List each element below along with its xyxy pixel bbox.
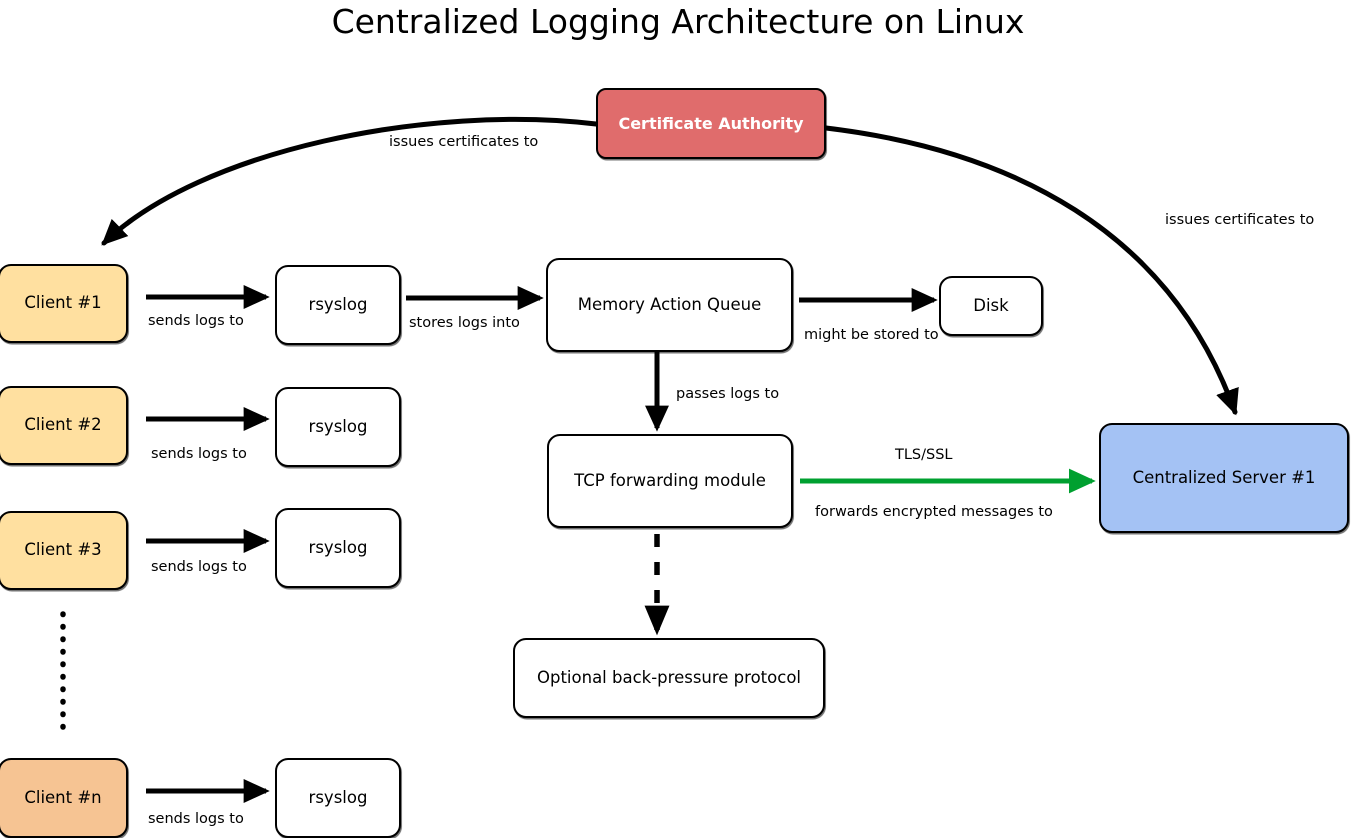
node-centralized-server[interactable]: Centralized Server #1 [1099,423,1349,533]
node-rsyslog-3-label: rsyslog [308,537,368,557]
edge-label-ca-to-client: issues certificates to [389,134,539,150]
page-title: Centralized Logging Architecture on Linu… [331,2,1025,41]
node-disk-label: Disk [973,295,1009,315]
node-client-2[interactable]: Client #2 [0,386,128,465]
node-rsyslog-n[interactable]: rsyslog [275,758,401,838]
edge-label-client3-to-rsyslog: sends logs to [151,559,247,575]
edge-label-queue-to-disk: might be stored to [804,327,939,343]
edge-label-client2-to-rsyslog: sends logs to [151,446,247,462]
node-client-1[interactable]: Client #1 [0,264,128,343]
node-centralized-server-label: Centralized Server #1 [1132,467,1316,487]
node-client-1-label: Client #1 [24,293,102,313]
node-client-n[interactable]: Client #n [0,758,128,838]
node-client-2-label: Client #2 [24,415,102,435]
edge-label-tcp-to-server: forwards encrypted messages to [815,504,1053,520]
edge-label-rsyslog-to-queue: stores logs into [409,315,520,331]
node-optional-back-pressure-protocol[interactable]: Optional back-pressure protocol [513,638,825,718]
edge-ca-to-server [823,125,1239,416]
node-client-n-label: Client #n [24,787,102,807]
node-rsyslog-2-label: rsyslog [308,416,368,436]
node-rsyslog-3[interactable]: rsyslog [275,508,401,588]
node-tcp-forwarding-module-label: TCP forwarding module [574,470,766,490]
edge-label-client1-to-rsyslog: sends logs to [148,313,244,329]
node-rsyslog-1-label: rsyslog [308,294,368,314]
node-client-3[interactable]: Client #3 [0,511,128,590]
edge-label-clientn-to-rsyslog: sends logs to [148,811,244,827]
node-optional-back-pressure-protocol-label: Optional back-pressure protocol [537,667,801,687]
node-rsyslog-1[interactable]: rsyslog [275,265,401,345]
node-certificate-authority[interactable]: Certificate Authority [596,88,826,159]
node-rsyslog-n-label: rsyslog [308,787,368,807]
node-memory-action-queue[interactable]: Memory Action Queue [546,258,793,352]
node-tcp-forwarding-module[interactable]: TCP forwarding module [547,434,793,528]
node-client-3-label: Client #3 [24,540,102,560]
node-memory-action-queue-label: Memory Action Queue [577,294,762,314]
edge-label-queue-to-tcp: passes logs to [676,386,780,402]
edge-label-ca-to-server: issues certificates to [1165,212,1315,228]
node-certificate-authority-label: Certificate Authority [618,113,804,133]
node-rsyslog-2[interactable]: rsyslog [275,387,401,467]
edge-label-tls-protocol: TLS/SSL [895,447,953,463]
node-disk[interactable]: Disk [939,276,1043,336]
